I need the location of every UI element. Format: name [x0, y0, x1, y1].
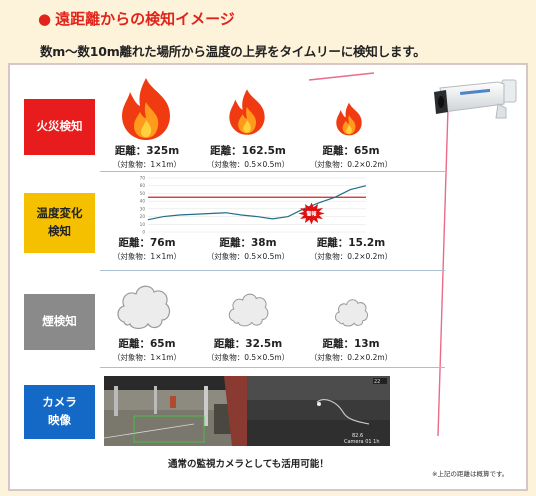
svg-text:22: 22	[374, 379, 380, 385]
object-size: （対象物：0.5×0.5m）	[206, 252, 290, 261]
fire-item: 距離：65m （対象物：0.2×0.2m）	[296, 143, 406, 170]
temperature-line-chart: 0 10 20 30 40 50 60 70 警報	[140, 176, 367, 235]
y-tick-label: 50	[140, 191, 146, 196]
temp-item: 距離：15.2m （対象物：0.2×0.2m）	[296, 235, 406, 262]
row-separator	[100, 367, 445, 368]
flame-icon	[336, 102, 362, 136]
smoke-item: 距離：32.5m （対象物：0.5×0.5m）	[193, 336, 303, 363]
object-size: （対象物：0.5×0.5m）	[206, 353, 290, 362]
label-smoke-detection: 煙検知	[24, 294, 95, 350]
distance-note: ※上記の距離は概算です。	[432, 470, 509, 478]
flame-icon	[122, 78, 170, 140]
row-separator	[100, 171, 445, 172]
thermal-temperature-readout: 82.6	[352, 433, 364, 439]
label-camera-video: カメラ 映像	[24, 385, 95, 439]
object-size: （対象物：1×1m）	[112, 353, 182, 362]
distance-value: 距離：38m	[219, 237, 277, 249]
thermal-camera-icon	[434, 79, 517, 119]
y-tick-label: 40	[140, 199, 146, 204]
cloud-icon	[334, 299, 368, 327]
object-size: （対象物：0.5×0.5m）	[206, 160, 290, 169]
page-title: ●遠距離からの検知イメージ	[38, 8, 235, 29]
camera-caption: 通常の監視カメラとしても活用可能！	[168, 459, 329, 470]
y-tick-label: 30	[140, 206, 146, 211]
object-size: （対象物：0.2×0.2m）	[309, 252, 393, 261]
distance-value: 距離：15.2m	[316, 237, 386, 249]
distance-value: 距離：13m	[322, 338, 380, 350]
temperature-series-line	[147, 185, 367, 221]
cloud-icon	[228, 293, 269, 327]
flame-icon	[229, 89, 265, 135]
temp-item: 距離：76m （対象物：1×1m）	[92, 235, 202, 262]
y-tick-label: 0	[142, 230, 145, 235]
visible-camera-view	[104, 376, 247, 446]
temp-item: 距離：38m （対象物：0.5×0.5m）	[193, 235, 303, 262]
object-size: （対象物：1×1m）	[112, 252, 182, 261]
fire-item: 距離：325m （対象物：1×1m）	[92, 143, 202, 170]
alert-burst-icon	[298, 202, 325, 225]
cloud-icon	[117, 285, 171, 330]
distance-value: 距離：76m	[118, 237, 176, 249]
smoke-item: 距離：65m （対象物：1×1m）	[92, 336, 202, 363]
y-tick-label: 20	[140, 214, 146, 219]
title-text: 遠距離からの検知イメージ	[55, 10, 235, 28]
label-fire-detection: 火災検知	[24, 99, 95, 155]
object-size: （対象物：1×1m）	[112, 160, 182, 169]
row-separator	[100, 270, 445, 271]
y-tick-label: 60	[140, 183, 146, 188]
fire-item: 距離：162.5m （対象物：0.5×0.5m）	[193, 143, 303, 170]
thermal-overlay-text: Camera 01 1h	[344, 439, 380, 445]
distance-value: 距離：65m	[322, 145, 380, 157]
object-size: （対象物：0.2×0.2m）	[309, 160, 393, 169]
page-subtitle: 数m～数10m離れた場所から温度の上昇をタイムリーに検知します。	[40, 44, 426, 59]
thermal-camera-view: 22	[247, 376, 390, 446]
alert-label: 警報	[305, 210, 317, 217]
bullet-icon: ●	[38, 10, 52, 28]
y-tick-label: 70	[140, 176, 146, 181]
distance-value: 距離：162.5m	[210, 145, 286, 157]
label-temperature-detection: 温度変化 検知	[24, 193, 95, 253]
y-tick-label: 10	[140, 222, 146, 227]
distance-value: 距離：325m	[114, 145, 180, 157]
object-size: （対象物：0.2×0.2m）	[309, 353, 393, 362]
smoke-item: 距離：13m （対象物：0.2×0.2m）	[296, 336, 406, 363]
distance-value: 距離：32.5m	[213, 338, 283, 350]
distance-value: 距離：65m	[118, 338, 176, 350]
camera-footage: 22 82.6 Camera 01 1h	[104, 376, 390, 446]
